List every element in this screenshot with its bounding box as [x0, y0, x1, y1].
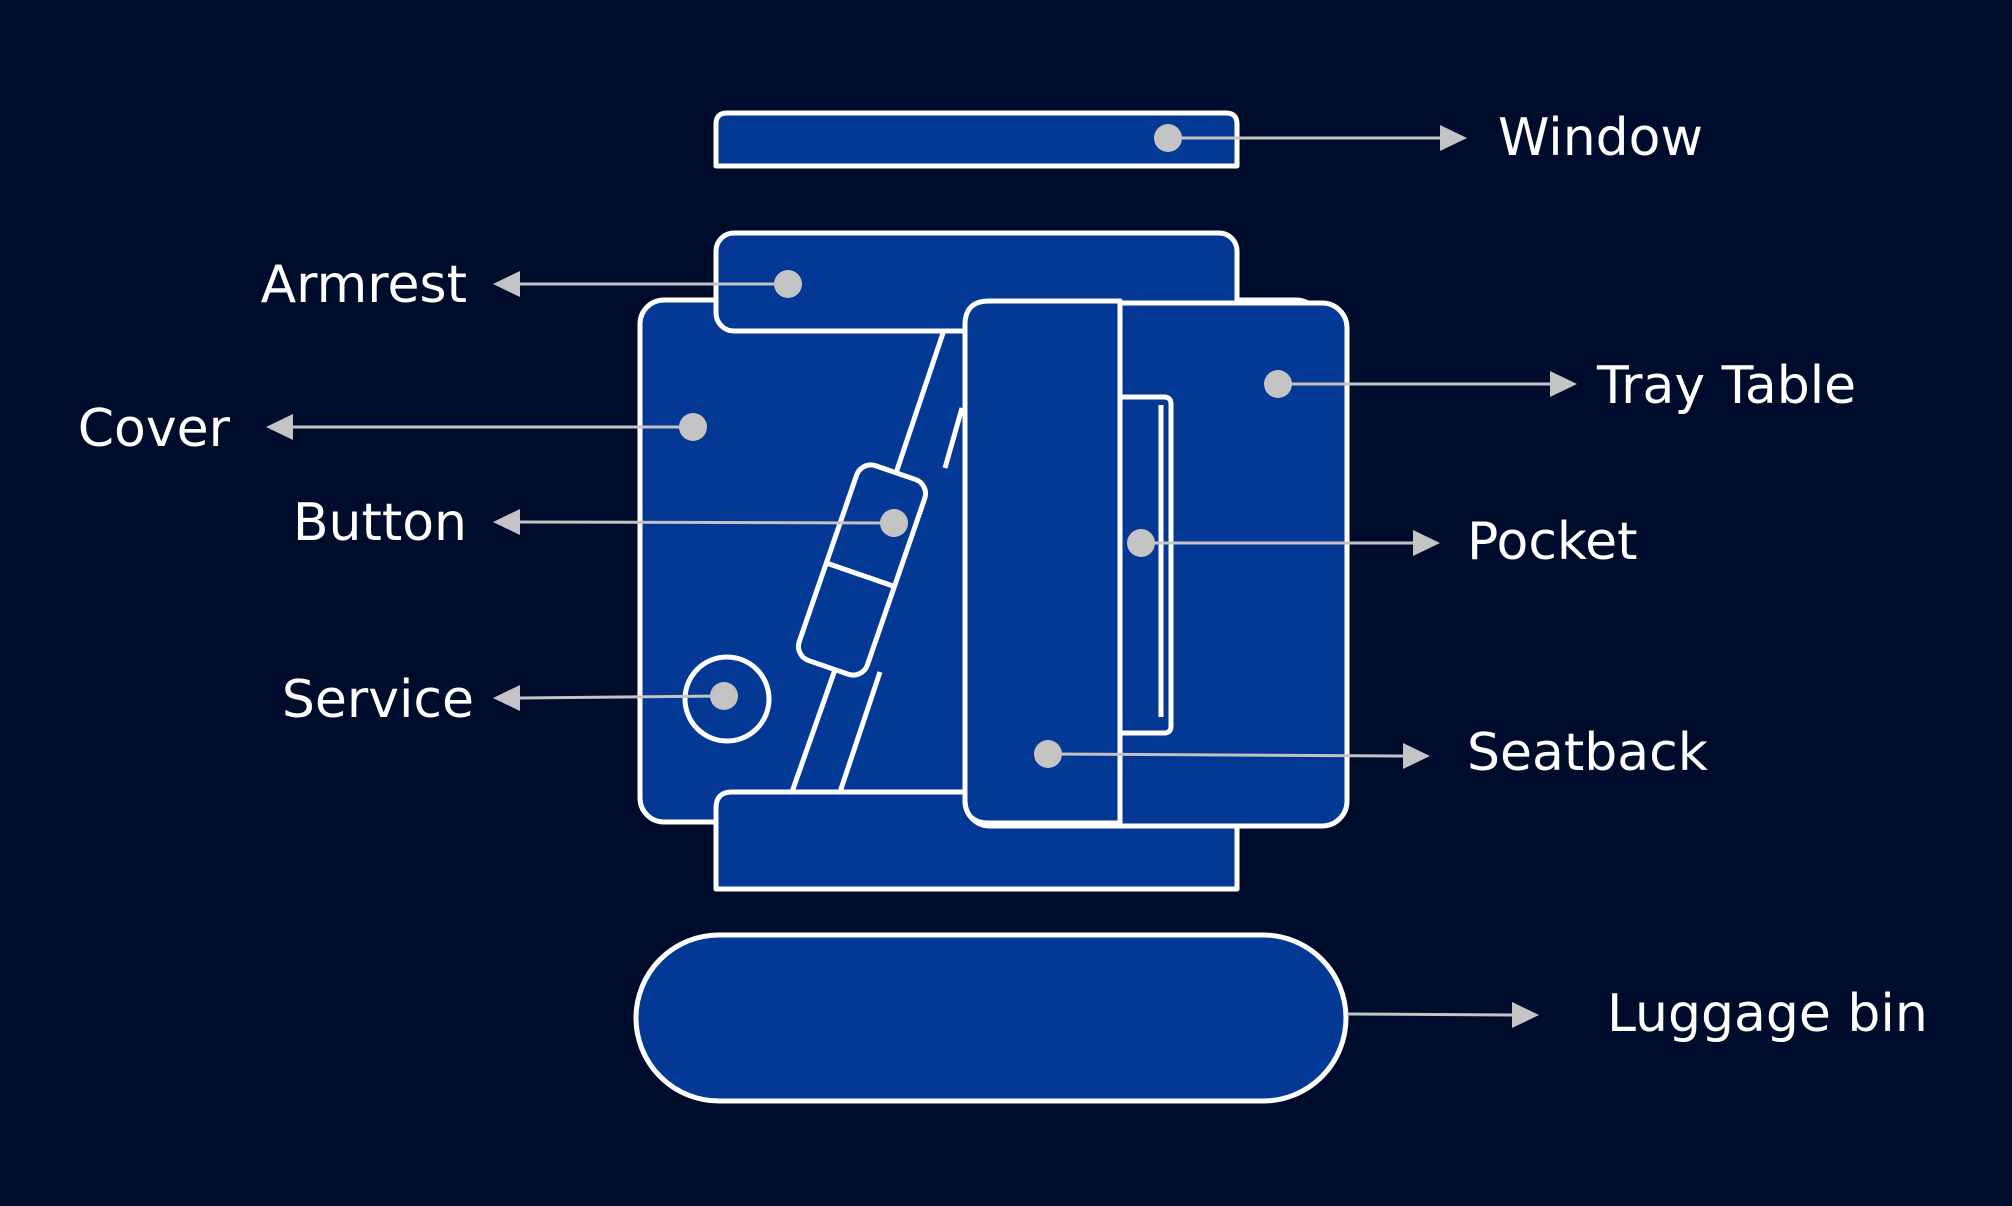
leader-luggage-bin [1346, 1002, 1539, 1028]
label-armrest: Armrest [261, 255, 467, 315]
label-window: Window [1498, 108, 1703, 168]
window-panel [713, 110, 1240, 169]
label-button: Button [293, 493, 467, 553]
leader-window [1154, 124, 1467, 152]
belt-strap-upper-right [942, 407, 965, 469]
leader-seatback [1034, 740, 1430, 769]
label-pocket: Pocket [1467, 512, 1638, 572]
leader-tray-table [1264, 370, 1577, 398]
label-luggage-bin: Luggage bin [1607, 984, 1928, 1044]
belt-strap-lower-left [789, 663, 840, 793]
luggage-bin-shape [633, 932, 1349, 1104]
leader-pocket [1127, 529, 1440, 557]
belt-strap-upper-left [892, 332, 946, 477]
belt-strap-lower-right [837, 671, 883, 793]
seatback-panel [962, 298, 1123, 826]
label-service: Service [282, 670, 474, 730]
label-tray-table: Tray Table [1596, 356, 1856, 416]
leader-button [493, 509, 908, 537]
label-cover: Cover [78, 399, 231, 459]
leader-cover [266, 413, 707, 441]
label-seatback: Seatback [1467, 723, 1708, 783]
leader-service [493, 682, 738, 711]
pocket-frame [1117, 394, 1174, 736]
leader-armrest [493, 270, 802, 298]
